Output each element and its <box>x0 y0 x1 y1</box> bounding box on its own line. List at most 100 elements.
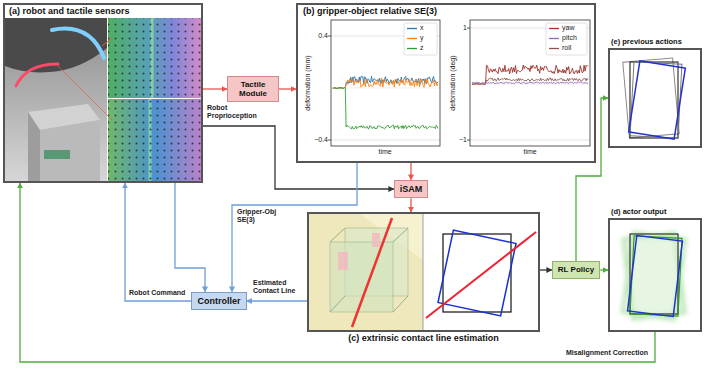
process-box: iSAM <box>394 180 429 198</box>
contact-render-part <box>338 252 348 270</box>
legend-text: roll <box>562 44 571 52</box>
connector <box>279 88 296 89</box>
deformation-plots-part <box>328 36 331 37</box>
connector <box>576 98 608 261</box>
box-label: Controller <box>197 296 240 306</box>
tick-label: 1 <box>447 24 467 32</box>
tactile-images <box>58 18 201 181</box>
tactile-images-part <box>108 18 201 98</box>
edge-label: Robot Proprioception <box>207 104 273 120</box>
plot-curve <box>333 87 438 128</box>
contact-render-part <box>423 214 424 330</box>
deformation-plots-part <box>470 20 590 146</box>
connector <box>203 88 227 89</box>
robot-photo-part <box>52 29 104 58</box>
contact-render-part <box>443 234 511 312</box>
contact-render-part <box>330 296 345 312</box>
figure-panel: (e) previous actions <box>608 48 702 148</box>
connector <box>20 183 655 362</box>
panel-heading: (b) gripper-object relative SE(3) <box>303 7 437 17</box>
connector <box>410 163 411 180</box>
connector <box>247 300 308 301</box>
panel-heading: (a) robot and tactile sensors <box>9 7 130 17</box>
actor-output-part-part <box>623 233 686 319</box>
contact-render-part <box>309 214 423 330</box>
box-label: iSAM <box>400 184 423 194</box>
edge-label: Gripper-Obj SE(3) <box>237 208 283 224</box>
legend-text: yaw <box>562 24 574 32</box>
process-box: Tactile Module <box>227 76 279 102</box>
legend-line <box>549 48 559 49</box>
figure-panel: (d) actor output <box>608 218 702 332</box>
robot-photo-part <box>28 112 40 181</box>
connector <box>232 163 357 292</box>
actor-output-part <box>623 233 686 319</box>
plot-curve <box>333 76 438 88</box>
panel-heading: (c) extrinsic contact line estimation <box>309 334 538 344</box>
deformation-plots <box>328 20 590 146</box>
contact-render-part <box>393 228 408 242</box>
deformation-plots-part <box>331 88 440 89</box>
box-label: Tactile Module <box>233 80 273 98</box>
previous-actions-part <box>629 61 686 139</box>
actor-output-part <box>628 235 683 316</box>
tactile-images-part <box>58 66 112 120</box>
contact-render-part <box>438 230 516 316</box>
deformation-plots-part <box>331 20 440 146</box>
deformation-plots-part <box>328 140 331 141</box>
panel-heading: (d) actor output <box>611 208 666 216</box>
contact-render-part <box>309 214 423 330</box>
deformation-plots-part <box>546 23 587 55</box>
legend-text: y <box>420 34 424 42</box>
edge-label: Estimated Contact Line <box>253 279 305 295</box>
connector <box>125 183 192 301</box>
plot-curve <box>472 78 588 84</box>
process-box: RL Policy <box>552 261 600 278</box>
legend-text: x <box>420 24 424 32</box>
robot-photo-part <box>16 64 58 86</box>
edge-label: Misalignment Correction <box>566 349 648 357</box>
connector <box>600 269 608 270</box>
deformation-plots-part <box>467 140 470 141</box>
deformation-plots-part <box>467 28 470 29</box>
tick-label: 0.4 <box>308 32 328 40</box>
contact-render-part <box>352 218 392 327</box>
contact-render-part <box>372 233 380 247</box>
axis-label: time <box>379 148 392 156</box>
connector <box>175 183 205 292</box>
edge-label: Robot Command <box>129 289 185 297</box>
plot-curve <box>472 65 588 84</box>
tick-label: −1 <box>447 136 467 144</box>
legend-line <box>549 38 559 39</box>
tactile-images-part <box>108 99 201 181</box>
contact-render-part <box>426 232 536 318</box>
robot-photo-part <box>40 120 100 181</box>
tactile-images-part <box>102 38 112 46</box>
actor-output-part <box>630 234 678 314</box>
tactile-images-part <box>108 18 201 98</box>
box-label: RL Policy <box>558 265 594 274</box>
connector <box>203 126 394 189</box>
figure-panel: (c) extrinsic contact line estimation <box>307 212 540 332</box>
panel-heading: (e) previous actions <box>611 38 682 46</box>
connector <box>540 269 552 270</box>
legend-line <box>407 38 417 39</box>
tick-label: −0.4 <box>308 136 328 144</box>
legend-line <box>407 28 417 29</box>
legend-text: z <box>420 44 424 52</box>
legend-line <box>407 48 417 49</box>
plot-curve <box>472 82 588 84</box>
actor-output <box>623 233 686 319</box>
robot-photo-part <box>44 150 70 159</box>
contact-render-part <box>393 296 408 312</box>
deformation-plots-part <box>404 23 437 55</box>
figure-panel: (a) robot and tactile sensors <box>3 3 203 183</box>
connector <box>410 198 411 212</box>
deformation-plots-part <box>470 140 590 141</box>
axis-title: deformation (deg) <box>448 55 456 110</box>
previous-actions <box>623 58 686 139</box>
actor-output-part-part <box>623 233 684 319</box>
